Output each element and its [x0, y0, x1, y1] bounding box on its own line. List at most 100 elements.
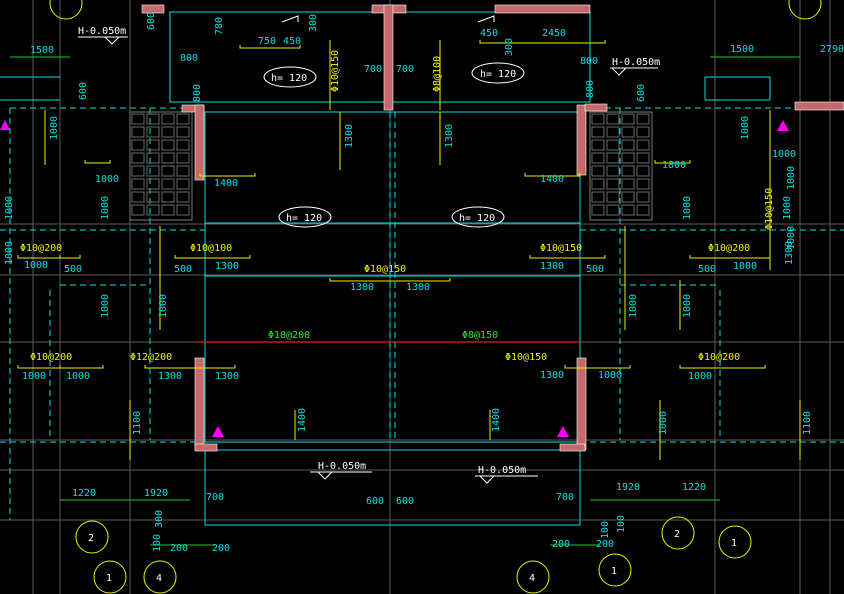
drawing-label: Φ10@200 — [30, 352, 72, 363]
hatch-cell — [591, 165, 605, 177]
drawing-label: 1000 — [4, 241, 15, 265]
drawing-label: 200 — [552, 539, 570, 550]
drawing-label: 1000 — [688, 371, 712, 382]
drawing-label: 1800 — [662, 160, 686, 171]
hatch-cell — [146, 178, 160, 190]
drawing-label: Φ10@150 — [364, 264, 406, 275]
hatch-cell — [131, 113, 145, 125]
hatch-cell — [636, 191, 650, 203]
drawing-label: 4 — [156, 573, 162, 584]
hatch-cell — [636, 113, 650, 125]
drawing-label: 500 — [586, 264, 604, 275]
drawing-label: 1500 — [30, 45, 54, 56]
drawing-label: 800 — [580, 56, 598, 67]
hatch-cell — [131, 165, 145, 177]
hatch-cell — [606, 113, 620, 125]
drawing-label: 1100 — [802, 411, 813, 435]
hatch-cell — [161, 113, 175, 125]
elevation-markers — [78, 15, 658, 484]
drawing-label: 700 — [556, 492, 574, 503]
rebar-marks — [17, 40, 801, 460]
drawing-label: Φ10@150 — [540, 243, 582, 254]
hatch-cell — [161, 178, 175, 190]
drawing-label: 1300 — [406, 282, 430, 293]
hatch-cell — [146, 113, 160, 125]
dimension-lines — [10, 56, 800, 546]
drawing-label: Φ12@200 — [130, 352, 172, 363]
drawing-label: h= 120 — [271, 73, 307, 84]
drawing-label: 300 — [504, 38, 515, 56]
drawing-label: 1000 — [4, 196, 15, 220]
hatch-cell — [636, 126, 650, 138]
hatch-cell — [176, 139, 190, 151]
drawing-label: 800 — [585, 80, 596, 98]
hatch-cell — [621, 204, 635, 216]
hatch-cell — [621, 139, 635, 151]
drawing-label: 1000 — [100, 196, 111, 220]
drawing-label: h= 120 — [286, 213, 322, 224]
slab-thickness-bubbles — [263, 62, 525, 228]
drawing-label: 1000 — [682, 294, 693, 318]
drawing-label: Φ8@100 — [432, 56, 443, 92]
hatch-cell — [621, 152, 635, 164]
drawing-label: 780 — [214, 17, 225, 35]
drawing-label: 1000 — [95, 174, 119, 185]
hatch-cell — [591, 139, 605, 151]
hatch-cell — [161, 139, 175, 151]
support-marker-icon — [212, 426, 224, 437]
drawing-label: 1400 — [540, 174, 564, 185]
drawing-label: 1400 — [214, 178, 238, 189]
hatch-cell — [161, 191, 175, 203]
support-markers — [0, 120, 789, 437]
hatch-cell — [131, 126, 145, 138]
drawing-label: 450 — [283, 36, 301, 47]
drawing-label: 700 — [364, 64, 382, 75]
drawing-label: 1100 — [132, 411, 143, 435]
drawing-label: 1300 — [158, 371, 182, 382]
hatch-cell — [636, 139, 650, 151]
hatch-cell — [606, 139, 620, 151]
drawing-label: 1000 — [66, 371, 90, 382]
drawing-label: 500 — [174, 264, 192, 275]
drawing-label: 1400 — [491, 408, 502, 432]
hatch-cell — [621, 191, 635, 203]
hatch-cell — [621, 113, 635, 125]
hatch-cell — [636, 165, 650, 177]
drawing-label: 600 — [146, 12, 157, 30]
hatch-cell — [606, 152, 620, 164]
hatch-cell — [176, 126, 190, 138]
hatch-cell — [606, 165, 620, 177]
hatch-cell — [636, 204, 650, 216]
support-marker-icon — [0, 120, 10, 130]
stair-hatch-right — [589, 111, 653, 221]
drawing-label: 200 — [212, 543, 230, 554]
drawing-label: 2 — [674, 529, 680, 540]
drawing-label: 100 — [152, 534, 163, 552]
drawing-label: 1000 — [772, 149, 796, 160]
hatch-cell — [636, 178, 650, 190]
hatch-cell — [131, 152, 145, 164]
drawing-label: H-0.050m — [318, 461, 366, 472]
drawing-label: h= 120 — [459, 213, 495, 224]
drawing-label: 700 — [396, 64, 414, 75]
hatch-cell — [621, 178, 635, 190]
hatch-cell — [176, 152, 190, 164]
hatch-cell — [131, 191, 145, 203]
drawing-label: 1000 — [24, 260, 48, 271]
drawing-label: 100 — [600, 521, 611, 539]
drawing-label: 4 — [529, 573, 535, 584]
drawing-label: 1500 — [730, 44, 754, 55]
drawing-label: 300 — [308, 14, 319, 32]
drawing-label: 1000 — [628, 294, 639, 318]
drawing-label: 1300 — [350, 282, 374, 293]
drawing-label: Φ10@150 — [505, 352, 547, 363]
drawing-label: 600 — [636, 84, 647, 102]
drawing-label: 1000 — [782, 196, 793, 220]
drawing-label: Φ10@200 — [708, 243, 750, 254]
hatch-cell — [146, 165, 160, 177]
drawing-label: 1000 — [786, 226, 797, 250]
hatch-cell — [606, 191, 620, 203]
drawing-label: 200 — [170, 543, 188, 554]
